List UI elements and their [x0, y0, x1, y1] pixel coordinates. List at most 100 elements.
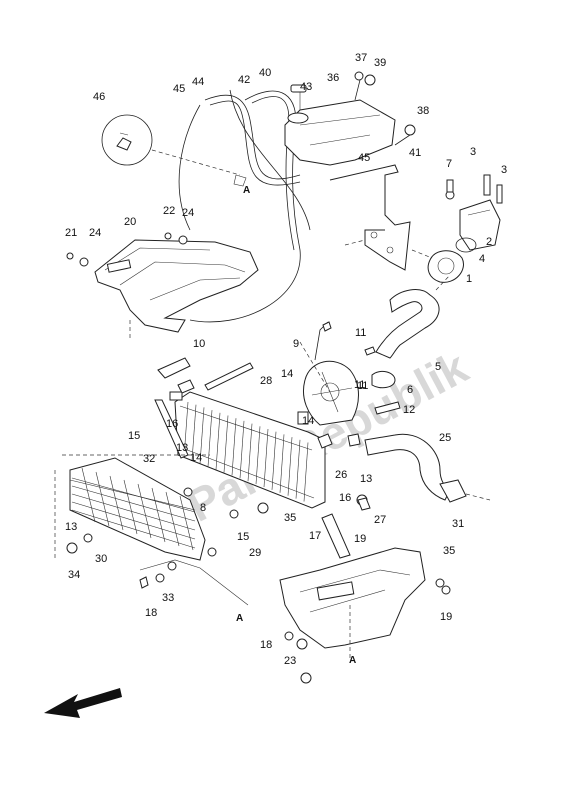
callout-number: 11 [357, 380, 368, 392]
radiator-fin [199, 407, 205, 464]
callout-number: 13 [176, 442, 188, 454]
callout-number: 40 [259, 67, 271, 79]
guard-bar [71, 493, 196, 531]
callout-number: 42 [238, 74, 250, 86]
callout-number: 24 [182, 207, 194, 219]
callout-number: 8 [200, 502, 206, 514]
callout-number: 14 [302, 415, 314, 427]
radiator-fin [231, 418, 237, 476]
callout-number: 14 [190, 452, 202, 464]
reference-letters: A A A [236, 185, 356, 666]
callout-number: 15 [237, 531, 249, 543]
callout-number: 1 [466, 273, 472, 285]
guard-bar [81, 467, 96, 523]
callout-number: 12 [403, 404, 415, 416]
callout-number: 26 [335, 469, 347, 481]
ref-letter: A [349, 655, 356, 666]
callout-number: 28 [260, 375, 272, 387]
guard-bar [151, 487, 166, 543]
callout-number: 20 [124, 216, 136, 228]
radiator-fin [263, 428, 269, 488]
callout-number: 24 [89, 227, 101, 239]
callout-number: 23 [284, 655, 296, 667]
callout-number: 34 [68, 569, 80, 581]
callout-number: 17 [309, 530, 321, 542]
callout-number: 2 [486, 236, 492, 248]
callout-number: 37 [355, 52, 367, 64]
callout-number: 35 [443, 545, 455, 557]
radiator-shroud-lower [279, 547, 451, 684]
guard-bar [71, 501, 196, 540]
callout-number: 36 [327, 72, 339, 84]
guard-bar [179, 495, 194, 551]
radiator-fin [223, 415, 229, 473]
callout-number: 45 [173, 83, 185, 95]
callout-number: 22 [163, 205, 175, 217]
mounting-bracket [329, 164, 411, 271]
radiator-fin [279, 434, 285, 493]
radiator-hose-upper [375, 274, 451, 359]
callout-number: 32 [143, 453, 155, 465]
radiator-fin [255, 426, 261, 485]
radiator-fin [303, 442, 309, 502]
callout-number: 9 [293, 338, 299, 350]
radiator-guard [54, 454, 249, 606]
callout-number: 29 [249, 547, 261, 559]
radiator-shroud-upper [66, 232, 259, 340]
radiator-fin [239, 420, 245, 479]
detail-circle [101, 114, 241, 176]
callout-number: 11 [355, 327, 366, 339]
callout-number: 19 [354, 533, 366, 545]
radiator-fin [191, 404, 197, 461]
callout-number: 14 [281, 368, 293, 380]
callout-number: 30 [95, 553, 107, 565]
thermostat-housing [411, 174, 503, 283]
callout-number: 5 [435, 361, 441, 373]
guard-bar [71, 485, 196, 522]
callout-number: 16 [339, 492, 351, 504]
cooling-fan [299, 321, 359, 426]
callout-number: 3 [501, 164, 507, 176]
callout-number: 13 [360, 473, 372, 485]
callout-number: 19 [440, 611, 452, 623]
ref-letter: A [236, 613, 243, 624]
callout-number: 31 [452, 518, 464, 530]
breather-pipe [321, 513, 351, 559]
callout-number: 15 [128, 430, 140, 442]
radiator-core [154, 391, 368, 519]
callout-number: 27 [374, 514, 386, 526]
callout-number: 41 [409, 147, 421, 159]
radiator-fin [287, 437, 293, 496]
direction-arrow-icon [44, 688, 122, 718]
callout-number: 44 [192, 76, 204, 88]
callout-number: 10 [193, 338, 205, 350]
callout-number: 3 [470, 146, 476, 158]
guard-bar [123, 479, 138, 535]
callout-number: 33 [162, 592, 174, 604]
callout-number: 21 [65, 227, 77, 239]
callout-number: 25 [439, 432, 451, 444]
radiator-mount-parts [157, 321, 401, 511]
guard-bar [165, 491, 180, 547]
guard-bar [71, 509, 196, 549]
radiator-fin [207, 410, 213, 467]
callout-number: 11 [354, 379, 365, 391]
guard-bar [95, 471, 110, 527]
ref-letter: A [243, 185, 250, 196]
callout-number: 46 [93, 91, 105, 103]
coolant-reservoir [284, 84, 396, 166]
callout-number: 18 [260, 639, 272, 651]
callout-number: 16 [166, 418, 178, 430]
top-right-fasteners [354, 71, 416, 146]
callout-number: 35 [284, 512, 296, 524]
callout-number: 4 [479, 253, 485, 265]
guard-bar [137, 483, 152, 539]
callout-number: 18 [145, 607, 157, 619]
radiator-fin [247, 423, 253, 482]
radiator-fin [271, 431, 277, 490]
callout-number: 7 [446, 158, 452, 170]
radiator-hose-lower [364, 433, 491, 503]
